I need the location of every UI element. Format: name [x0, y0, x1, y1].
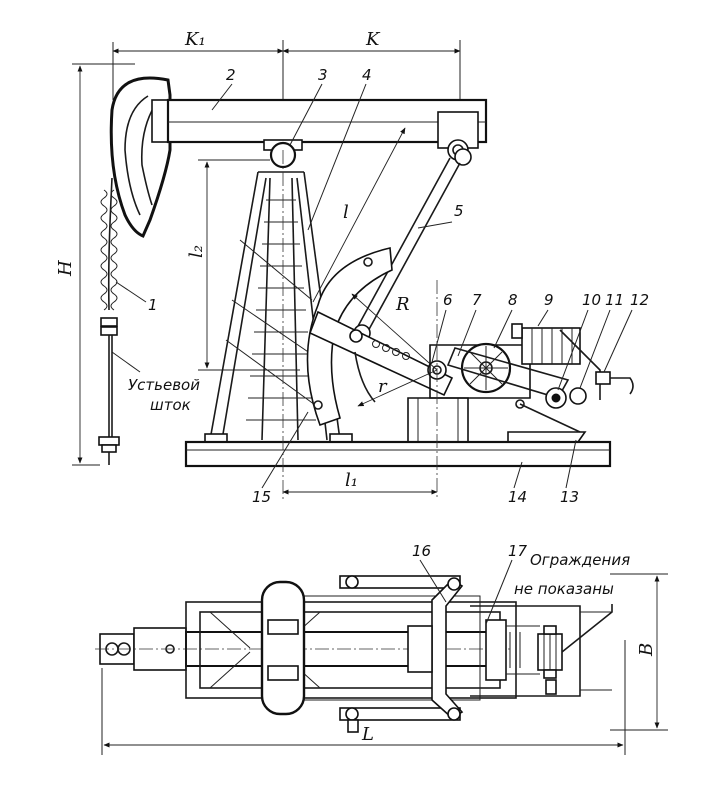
l1-dimension: l₁ — [282, 470, 438, 495]
slide-frame — [507, 399, 587, 443]
callout-11: 11 — [605, 291, 624, 309]
dim-h: H — [55, 260, 76, 277]
callout-8: 8 — [508, 291, 518, 309]
dim-l1: l₁ — [345, 470, 358, 491]
pulleys — [545, 329, 601, 409]
dim-l2: l₂ — [186, 245, 207, 258]
dim-l-total: L — [361, 724, 374, 745]
dim-r-big: R — [395, 294, 410, 315]
side-callouts: 1 2 3 4 5 6 7 8 9 10 11 12 13 1 — [115, 66, 649, 506]
callout-16: 16 — [412, 542, 431, 560]
callout-14: 14 — [508, 488, 527, 506]
callout-12: 12 — [630, 291, 649, 309]
wellhead-rod-note: Устьевой шток — [111, 351, 200, 414]
dim-b: B — [636, 643, 657, 657]
guards-note-line2: не показаны — [514, 580, 614, 598]
callout-10: 10 — [582, 291, 601, 309]
top-dimension: K₁ K — [112, 29, 461, 140]
guards-note-line1: Ограждения — [530, 551, 630, 569]
base-frame — [184, 150, 612, 500]
plan-base-frame — [185, 595, 517, 701]
plan-drive — [470, 604, 613, 697]
brake — [595, 371, 634, 395]
dim-r-small: r — [378, 376, 388, 397]
dim-k: K — [365, 29, 381, 50]
callout-4: 4 — [362, 66, 372, 84]
h-dimension: H — [55, 63, 135, 466]
callout-5: 5 — [454, 202, 464, 220]
callout-1: 1 — [148, 296, 158, 314]
plan-view: B L — [95, 542, 668, 755]
side-view: K₁ K H l₂ — [55, 29, 649, 506]
callout-9: 9 — [544, 291, 554, 309]
rod-note-line2: шток — [150, 396, 191, 414]
callout-3: 3 — [318, 66, 328, 84]
wire-line — [98, 177, 120, 465]
guards-note: Ограждения не показаны — [514, 551, 630, 598]
l-total-dimension: L — [101, 640, 626, 755]
rod-note-line1: Устьевой — [128, 376, 200, 394]
callout-15: 15 — [252, 488, 271, 506]
callout-2: 2 — [226, 66, 236, 84]
plan-crank-pad — [260, 580, 306, 716]
callout-13: 13 — [560, 488, 579, 506]
plan-callouts: 16 17 — [412, 542, 528, 625]
dim-k1: K₁ — [184, 29, 206, 50]
callout-17: 17 — [508, 542, 528, 560]
callout-6: 6 — [443, 291, 453, 309]
b-dimension: B — [610, 573, 668, 731]
gearbox-pedestal — [407, 344, 531, 443]
horse-head — [109, 76, 173, 238]
plan-cranks — [407, 577, 464, 721]
l-r-arrows: l R r — [312, 127, 438, 407]
callout-7: 7 — [472, 291, 482, 309]
walking-beam — [166, 98, 488, 169]
dim-l: l — [343, 202, 349, 223]
